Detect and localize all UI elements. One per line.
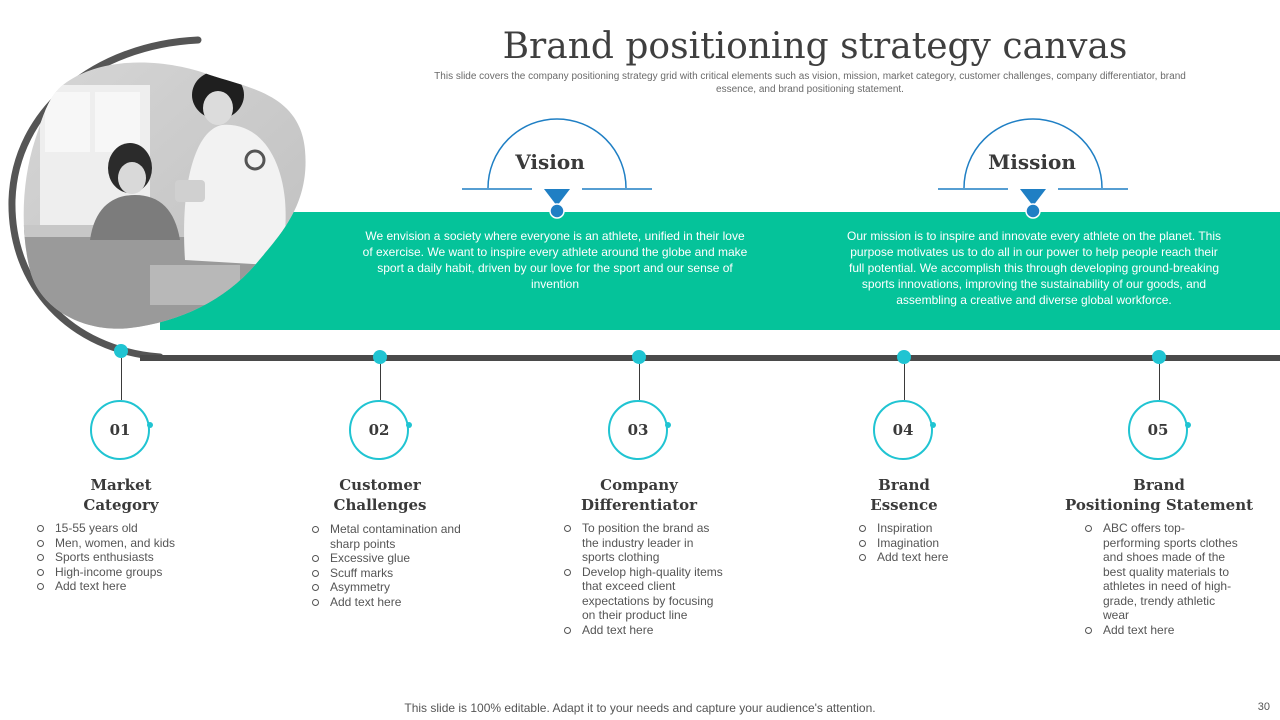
step-title-03-line1: Company: [600, 476, 678, 494]
step-title-04: Brand Essence: [834, 475, 974, 515]
step-bullets-05: ABC offers top-performing sports clothes…: [1084, 521, 1240, 637]
page-title: Brand positioning strategy canvas: [502, 26, 1128, 67]
step-title-01: Market Category: [40, 475, 202, 515]
step-number-03: 03: [608, 400, 668, 460]
step-number-05: 05: [1128, 400, 1188, 460]
step-dot-04: [930, 422, 936, 428]
vision-text: We envision a society where everyone is …: [362, 229, 748, 291]
timeline-node-04: [897, 350, 911, 364]
step-title-02-line1: Customer: [339, 476, 421, 494]
mission-text: Our mission is to inspire and innovate e…: [847, 229, 1221, 307]
timeline-bar: [140, 355, 1280, 361]
list-item: To position the brand as the industry le…: [563, 521, 725, 565]
step-bullets-01: 15-55 years old Men, women, and kids Spo…: [36, 521, 216, 594]
timeline-stem-02: [380, 364, 381, 400]
step-number-04: 04: [873, 400, 933, 460]
step-dot-01: [147, 422, 153, 428]
timeline-stem-05: [1159, 364, 1160, 400]
step-title-05-line2: Positioning Statement: [1064, 496, 1254, 514]
list-item: Add text here: [311, 595, 471, 610]
step-title-05-line1: Brand: [1133, 476, 1185, 494]
list-item: Asymmetry: [311, 580, 471, 595]
timeline-stem-01: [121, 358, 122, 400]
step-dot-02: [406, 422, 412, 428]
list-item: Imagination: [858, 536, 998, 551]
timeline-node-01: [114, 344, 128, 358]
step-title-02: Customer Challenges: [298, 475, 462, 515]
mission-arc: [938, 118, 1128, 219]
mission-label: Mission: [988, 150, 1076, 174]
step-title-04-line1: Brand: [878, 476, 930, 494]
list-item: Metal contamination and sharp points: [311, 522, 471, 551]
page-subtitle: This slide covers the company positionin…: [434, 71, 1186, 95]
step-title-04-line2: Essence: [870, 496, 938, 514]
list-item: Add text here: [563, 623, 725, 638]
list-item: Sports enthusiasts: [36, 550, 216, 565]
list-item: 15-55 years old: [36, 521, 216, 536]
step-title-02-line2: Challenges: [333, 496, 427, 514]
footer-note: This slide is 100% editable. Adapt it to…: [404, 701, 876, 715]
list-item: Add text here: [36, 579, 216, 594]
timeline-stem-03: [639, 364, 640, 400]
step-title-01-line2: Category: [83, 496, 159, 514]
vision-arc: [462, 118, 652, 219]
list-item: Develop high-quality items that exceed c…: [563, 565, 725, 623]
step-title-01-line1: Market: [90, 476, 152, 494]
step-bullets-03: To position the brand as the industry le…: [563, 521, 725, 637]
list-item: High-income groups: [36, 565, 216, 580]
step-bullets-04: Inspiration Imagination Add text here: [858, 521, 998, 565]
step-number-01: 01: [90, 400, 150, 460]
timeline-node-02: [373, 350, 387, 364]
step-dot-03: [665, 422, 671, 428]
pin-marker-icon: [544, 189, 570, 206]
step-title-03: Company Differentiator: [556, 475, 722, 515]
step-title-05: Brand Positioning Statement: [1052, 475, 1266, 515]
list-item: Add text here: [1084, 623, 1240, 638]
timeline-stem-04: [904, 364, 905, 400]
vision-label: Vision: [515, 150, 585, 174]
step-dot-05: [1185, 422, 1191, 428]
pin-marker-icon: [1020, 189, 1046, 206]
list-item: Inspiration: [858, 521, 998, 536]
step-number-02: 02: [349, 400, 409, 460]
list-item: Add text here: [858, 550, 998, 565]
timeline-node-03: [632, 350, 646, 364]
step-title-03-line2: Differentiator: [580, 496, 698, 514]
list-item: Men, women, and kids: [36, 536, 216, 551]
team-photo: [8, 36, 306, 361]
list-item: Excessive glue: [311, 551, 471, 566]
timeline-node-05: [1152, 350, 1166, 364]
page-number: 30: [1257, 701, 1270, 713]
list-item: Scuff marks: [311, 566, 471, 581]
green-band: [160, 212, 1280, 330]
step-bullets-02: Metal contamination and sharp points Exc…: [311, 522, 471, 609]
list-item: ABC offers top-performing sports clothes…: [1084, 521, 1240, 623]
